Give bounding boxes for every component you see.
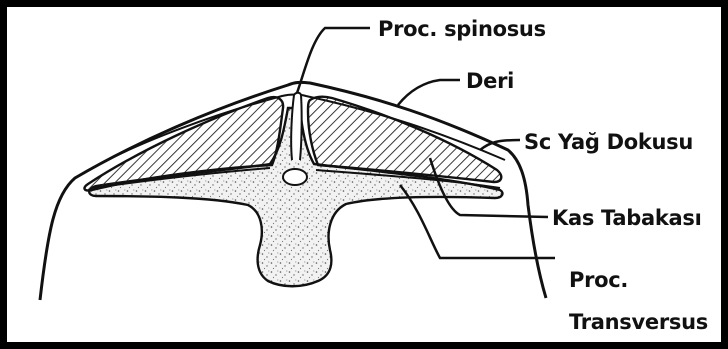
label-deri: Deri [466,69,514,93]
label-proc-transversus-2: Transversus [569,310,708,334]
label-proc-spinosus: Proc. spinosus [378,17,546,41]
spinal-canal [283,169,307,185]
label-sc-yag-dokusu: Sc Yağ Dokusu [524,130,693,154]
leader-deri [398,80,460,105]
label-kas-tabakasi: Kas Tabakası [552,206,701,230]
label-proc-transversus-1: Proc. [569,268,628,292]
spinous-process [291,93,301,160]
